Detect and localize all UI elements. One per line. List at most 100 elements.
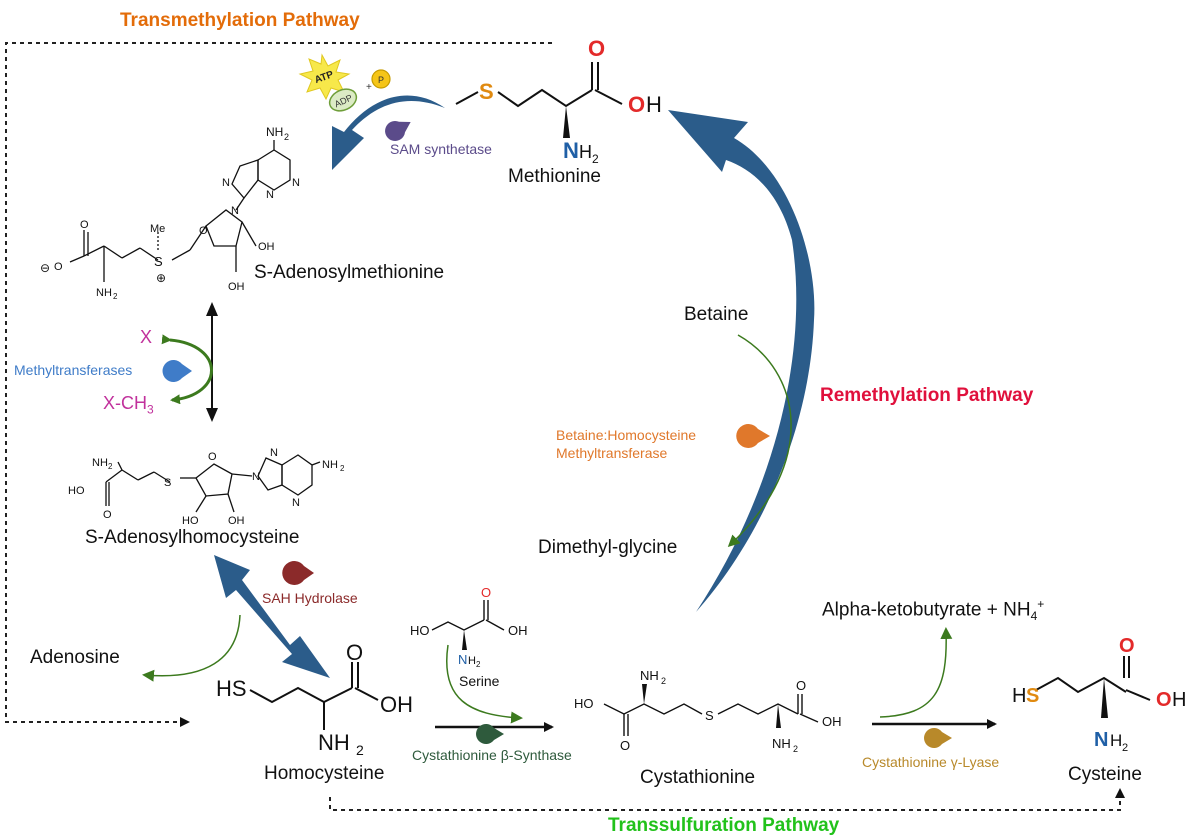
x-label: X: [140, 327, 153, 347]
methionine-O: O: [588, 36, 605, 61]
sam-N4: N: [231, 205, 239, 217]
betaine-label: Betaine: [684, 304, 749, 325]
cgl-icon: [923, 728, 952, 748]
sam-O-ring: O: [199, 225, 208, 237]
serine-HO: HO: [410, 623, 430, 638]
sam-N3: N: [222, 177, 230, 189]
to-adenosine-arrow: [142, 614, 241, 682]
cysteine-OH-H: H: [1172, 689, 1186, 711]
cystathionine-NH2-top-sub: 2: [661, 676, 666, 686]
serine-N: N: [458, 652, 467, 667]
remethylation-title: Remethylation Pathway: [820, 385, 1034, 406]
phosphate-icon: [371, 69, 391, 89]
methyltransferase-curve: [161, 334, 213, 405]
methionine-N: N: [563, 138, 579, 163]
sam-sah-head-top: [206, 302, 218, 316]
homocysteine-structure: [249, 662, 379, 730]
methyltransferases-label: Methyltransferases: [14, 362, 133, 378]
cystathionine-structure: [603, 684, 819, 736]
cystathionine-OH: OH: [822, 714, 842, 729]
homocysteine-NH2: NH: [318, 730, 350, 755]
betaine-to-dmg-arrow: [727, 334, 792, 548]
bhmt-label-line2: Methyltransferase: [556, 445, 668, 461]
sam-NH2-bottom-sub: 2: [113, 292, 118, 301]
sah-homocysteine-arrow: [214, 555, 330, 678]
methionine-label: Methionine: [508, 166, 601, 187]
sah-N3: N: [292, 497, 300, 509]
sam-sah-head-bottom: [206, 408, 218, 422]
sah-hydrolase-icon: [282, 561, 314, 585]
sah-O: O: [103, 509, 112, 521]
methionine-OH-H: H: [646, 92, 662, 117]
cysteine-OH-O: O: [1156, 689, 1172, 711]
homocysteine-O: O: [346, 640, 363, 665]
sah-S: S: [164, 477, 171, 489]
serine-H2-sub: 2: [476, 660, 481, 669]
sah-HO-bottom: HO: [182, 515, 199, 527]
sah-N2: N: [270, 447, 278, 459]
sam-structure: [69, 140, 291, 282]
adp-pill-icon: [328, 88, 358, 112]
transsulfuration-title: Transsulfuration Pathway: [608, 815, 840, 836]
sam-O-top: O: [80, 219, 89, 231]
cystathionine-O-left: O: [620, 738, 630, 753]
nh4-sup: +: [1037, 597, 1045, 611]
sah-HO: HO: [68, 485, 85, 497]
sah-O-ring: O: [208, 451, 217, 463]
sam-O-minus-sign: ⊖: [40, 261, 50, 275]
cysteine-H2: H: [1110, 731, 1122, 750]
cystathionine-label: Cystathionine: [640, 767, 756, 788]
serine-OH: OH: [508, 623, 528, 638]
methyltransferases-icon: [162, 360, 192, 382]
sah-structure: [105, 454, 321, 513]
sam-synthetase-label: SAM synthetase: [390, 141, 492, 157]
cystathionine-S: S: [705, 708, 714, 723]
sam-N2: N: [266, 189, 274, 201]
sam-label: S-Adenosylmethionine: [254, 262, 445, 283]
nh4-sub: 4: [1030, 609, 1038, 624]
sah-N1: N: [252, 471, 260, 483]
serine-label: Serine: [459, 673, 500, 689]
cysteine-O: O: [1119, 635, 1135, 657]
cysteine-N: N: [1094, 729, 1108, 751]
transmethylation-title: Transmethylation Pathway: [120, 10, 360, 31]
x-ch3-sub: 3: [147, 402, 154, 417]
cysteine-structure: [1035, 656, 1151, 718]
methionine-S: S: [479, 79, 494, 104]
sah-OH-bottom: OH: [228, 515, 245, 527]
atp-burst-icon: [298, 53, 351, 101]
dimethylglycine-label: Dimethyl-glycine: [538, 537, 678, 558]
bhmt-label-line1: Betaine:Homocysteine: [556, 427, 697, 443]
methionine-H2-sub: 2: [592, 152, 599, 166]
sam-synthetase-icon: [385, 121, 411, 141]
remethylation-arrow: [668, 110, 815, 612]
sam-OH2: OH: [228, 281, 245, 293]
bhmt-icon: [736, 424, 770, 449]
sam-O-minus: O: [54, 261, 63, 273]
methionine-to-sam-arrow: [332, 95, 445, 170]
cysteine-H: H: [1012, 685, 1026, 707]
cystathionine-NH2-bottom-sub: 2: [793, 744, 798, 754]
cystathionine-HO: HO: [574, 696, 594, 711]
methionine-H2: H: [579, 142, 592, 162]
x-ch3-label: X-CH3: [103, 394, 154, 416]
phosphate-label: P: [378, 75, 384, 85]
serine-O: O: [481, 585, 491, 600]
sam-Me: Me: [150, 223, 165, 235]
cysteine-H2-sub: 2: [1122, 742, 1128, 754]
cbs-icon: [476, 724, 504, 744]
cystathionine-NH2-top: NH: [640, 668, 659, 683]
alpha-ketobutyrate-label: Alpha-ketobutyrate + NH4+: [822, 598, 1044, 622]
cysteine-label: Cysteine: [1068, 764, 1142, 785]
homocysteine-label: Homocysteine: [264, 763, 385, 784]
cofactor-plus: +: [366, 82, 372, 93]
transmethylation-loop: [5, 42, 552, 727]
sam-S: S: [154, 254, 163, 269]
to-alpha-ketobutyrate-arrow: [879, 627, 953, 718]
sah-NH2-right: NH: [322, 459, 338, 471]
serine-H2: H: [468, 655, 476, 667]
serine-to-cbs-arrow: [446, 644, 523, 724]
transsulfuration-loop: [329, 788, 1125, 811]
sah-label: S-Adenosylhomocysteine: [85, 527, 300, 548]
